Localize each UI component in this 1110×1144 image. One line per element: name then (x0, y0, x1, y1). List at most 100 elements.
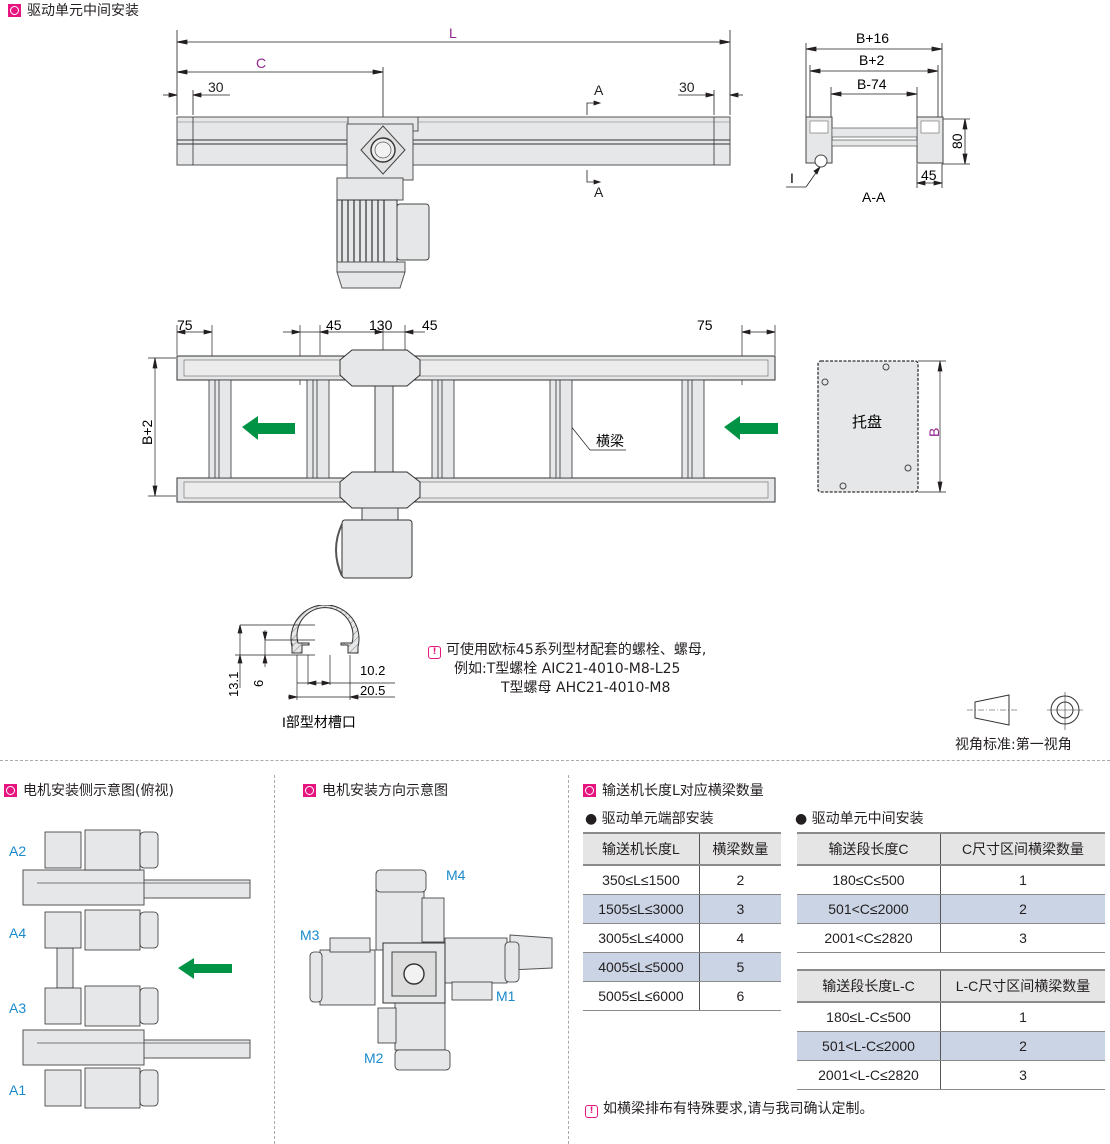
section-title-center-mount: 驱动单元中间安装 (8, 0, 139, 20)
dim-10-2: 10.2 (360, 663, 385, 678)
motor-direction-drawing: M4 M3 M1 M2 (300, 867, 553, 1071)
range-cell: 1505≤L≤3000 (583, 894, 700, 924)
column-divider (568, 775, 569, 1144)
count-cell: 3 (699, 894, 781, 924)
count-cell: 1 (940, 1002, 1105, 1032)
pallet-drawing: 托盘 B (817, 360, 946, 493)
exclamation-icon: ! (585, 1105, 598, 1118)
slot-detail-drawing: 13.1 6 10.2 20.5 I部型材槽口 (226, 605, 395, 730)
section-title-text: 电机安装方向示意图 (322, 783, 448, 799)
count-cell: 1 (940, 865, 1105, 895)
section-title-motor-side: 电机安装侧示意图(俯视) (4, 780, 174, 800)
dim-l-label: L (449, 25, 457, 41)
count-cell: 6 (699, 981, 781, 1011)
note-line-3: T型螺母 AHC21-4010-M8 (501, 680, 671, 696)
count-cell: 3 (940, 923, 1105, 953)
dim-b-pallet: B (926, 428, 942, 437)
column-header: 输送段长度C (797, 832, 941, 866)
dim-b16: B+16 (856, 30, 889, 46)
custom-beam-note: ! 如横梁排布有特殊要求,请与我司确认定制。 (585, 1100, 873, 1119)
dim-20-5: 20.5 (360, 683, 385, 698)
range-cell: 350≤L≤1500 (583, 865, 700, 895)
flow-direction-arrow-icon (724, 416, 778, 440)
count-cell: 2 (940, 1031, 1105, 1061)
range-cell: 180≤C≤500 (797, 865, 941, 895)
crossbeam-label: 横梁 (596, 433, 624, 449)
range-cell: 501<L-C≤2000 (797, 1031, 941, 1061)
subtitle-end-mount: ● 驱动单元端部安装 (585, 811, 714, 827)
section-title-text: 驱动单元中间安装 (27, 3, 139, 19)
subtitle-text: 驱动单元端部安装 (601, 811, 714, 827)
range-cell: 3005≤L≤4000 (583, 923, 700, 953)
range-cell: 5005≤L≤6000 (583, 981, 700, 1011)
dim-b2-top: B+2 (139, 419, 155, 445)
section-title-beam-count: 输送机长度L对应横梁数量 (583, 780, 764, 800)
top-view-drawing: 75 45 130 45 75 B+2 横梁 (139, 317, 778, 579)
count-cell: 3 (940, 1060, 1105, 1090)
pallet-label: 托盘 (852, 413, 882, 431)
column-header: C尺寸区间横梁数量 (940, 832, 1105, 866)
dim-13-1: 13.1 (226, 672, 241, 697)
column-header: 横梁数量 (699, 832, 781, 866)
section-title-motor-direction: 电机安装方向示意图 (303, 780, 448, 800)
slot-caption: I部型材槽口 (282, 714, 356, 730)
detail-mark-i: I (790, 170, 794, 186)
section-divider (0, 760, 1110, 761)
range-cell: 4005≤L≤5000 (583, 952, 700, 982)
projection-label: 视角标准:第一视角 (955, 737, 1072, 753)
motor-side-drawing: A2 A4 A3 A1 (9, 829, 251, 1109)
position-a4: A4 (9, 925, 26, 941)
section-mark-top: A (594, 82, 604, 98)
circle-bullet-icon (4, 783, 17, 797)
column-header: L-C尺寸区间横梁数量 (940, 969, 1105, 1003)
position-a1: A1 (9, 1082, 26, 1098)
note-line-1: 可使用欧标45系列型材配套的螺栓、螺母, (446, 642, 707, 658)
section-aa-drawing: B+16 B+2 B-74 80 45 I A-A (786, 30, 970, 205)
range-cell: 501<C≤2000 (797, 894, 941, 924)
section-title-text: 电机安装侧示意图(俯视) (23, 783, 174, 799)
count-cell: 5 (699, 952, 781, 982)
position-m4: M4 (446, 867, 466, 883)
flow-direction-arrow-icon (242, 416, 295, 440)
dim-45-section: 45 (921, 167, 937, 183)
dim-right-75: 75 (697, 317, 713, 333)
section-mark-bottom: A (594, 184, 604, 200)
column-header: 输送机长度L (583, 832, 700, 866)
note-text: 如横梁排布有特殊要求,请与我司确认定制。 (603, 1101, 874, 1117)
dim-b74: B-74 (857, 76, 887, 92)
circle-bullet-icon (8, 3, 21, 17)
dim-130: 130 (369, 317, 393, 333)
count-cell: 2 (940, 894, 1105, 924)
dim-45-a: 45 (326, 317, 342, 333)
count-cell: 4 (699, 923, 781, 953)
section-label: A-A (862, 189, 886, 205)
column-divider (274, 775, 275, 1144)
first-angle-projection-symbol (967, 692, 1083, 730)
count-cell: 2 (699, 865, 781, 895)
position-a3: A3 (9, 1000, 26, 1016)
side-view-drawing: L C 30 30 A A (163, 25, 743, 289)
section-title-text: 输送机长度L对应横梁数量 (602, 783, 764, 799)
dim-c-label: C (256, 55, 266, 71)
position-m2: M2 (364, 1050, 384, 1066)
position-m1: M1 (496, 988, 516, 1004)
range-cell: 2001<C≤2820 (797, 923, 941, 953)
column-header: 输送段长度L-C (797, 969, 941, 1003)
dim-left-30: 30 (208, 79, 224, 95)
dim-left-75: 75 (177, 317, 193, 333)
circle-bullet-icon (303, 783, 316, 797)
dim-b2-section: B+2 (859, 52, 885, 68)
bolt-note: !可使用欧标45系列型材配套的螺栓、螺母, 例如:T型螺栓 AIC21-4010… (428, 641, 706, 698)
